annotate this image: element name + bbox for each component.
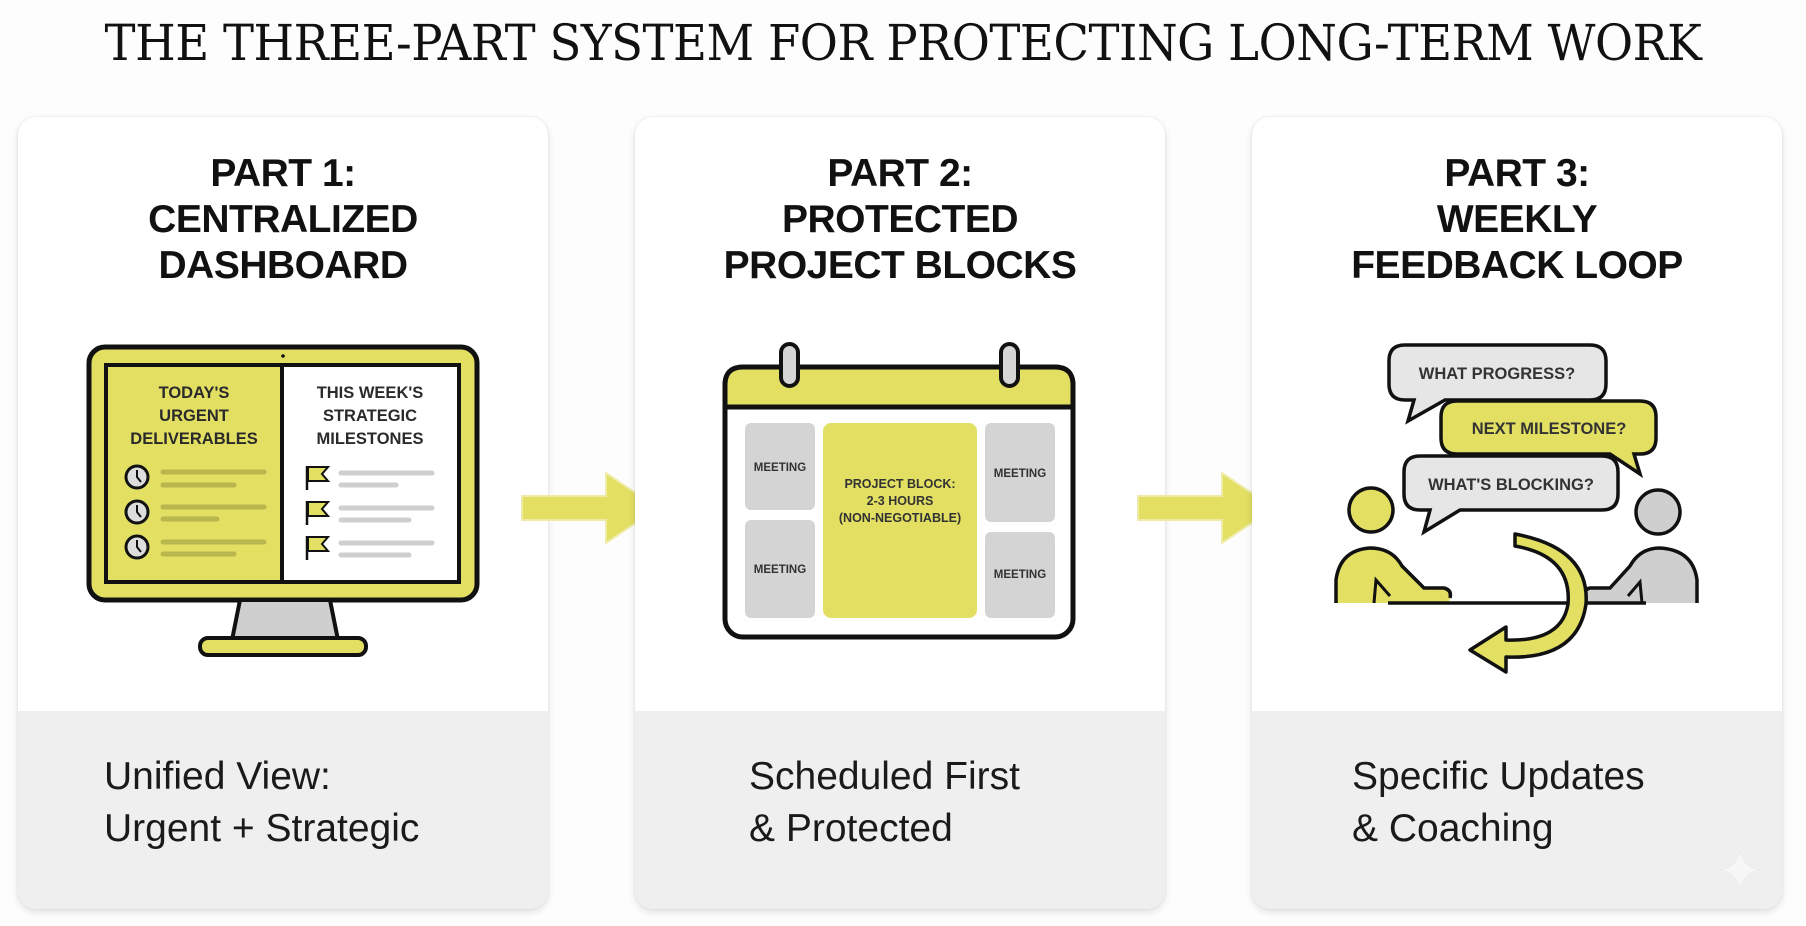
part-1-caption-band: Unified View: Urgent + Strategic bbox=[18, 711, 548, 909]
urgent-title-line-1: TODAY'S bbox=[159, 384, 230, 402]
camera-dot bbox=[281, 354, 285, 358]
calendar-illustration: MEETING MEETING MEETING MEETING PROJECT … bbox=[722, 342, 1076, 640]
part-2-number: PART 2: bbox=[827, 152, 973, 195]
project-block bbox=[823, 423, 977, 618]
part-2-caption-line-1: Scheduled First bbox=[749, 755, 1020, 798]
flag-icon bbox=[305, 501, 331, 525]
part-3-caption-line-1: Specific Updates bbox=[1352, 755, 1645, 798]
bubble-next-milestone: NEXT MILESTONE? bbox=[1472, 420, 1627, 438]
part-2-caption: Scheduled First & Protected bbox=[749, 751, 1020, 855]
dashboard-monitor-illustration: TODAY'S URGENT DELIVERABLES THIS WEEK'S … bbox=[86, 344, 480, 657]
urgent-title-line-3: DELIVERABLES bbox=[130, 430, 257, 448]
part-1-caption: Unified View: Urgent + Strategic bbox=[104, 751, 419, 855]
strategic-title-line-3: MILESTONES bbox=[317, 430, 424, 448]
clock-icon bbox=[124, 464, 150, 490]
meeting-block bbox=[745, 520, 815, 618]
arrow-right-icon bbox=[521, 471, 660, 545]
meeting-label: MEETING bbox=[754, 462, 806, 474]
project-block-label-line-2: 2-3 HOURS bbox=[867, 494, 934, 508]
part-3-number: PART 3: bbox=[1444, 152, 1590, 195]
meeting-label: MEETING bbox=[994, 468, 1046, 480]
bubble-what-progress: WHAT PROGRESS? bbox=[1419, 365, 1575, 383]
calendar-header bbox=[722, 364, 1076, 410]
calendar-ring-icon bbox=[999, 342, 1020, 388]
speech-bubble bbox=[1402, 454, 1620, 536]
part-1-heading: PART 1: CENTRALIZED DASHBOARD bbox=[18, 151, 548, 289]
urgent-title-line-2: URGENT bbox=[159, 407, 229, 425]
monitor-stand bbox=[229, 598, 341, 642]
page-title: THE THREE-PART SYSTEM FOR PROTECTING LON… bbox=[104, 14, 1702, 72]
part-2-title-line-2: PROJECT BLOCKS bbox=[723, 244, 1077, 287]
monitor-base bbox=[198, 636, 368, 657]
strategic-item-lines bbox=[338, 470, 435, 558]
meeting-block bbox=[985, 532, 1055, 618]
speech-bubble bbox=[1439, 399, 1658, 479]
sparkle-watermark-icon bbox=[1719, 849, 1761, 891]
part-2-title-line-1: PROTECTED bbox=[781, 198, 1019, 241]
part-1-title-line-2: DASHBOARD bbox=[158, 244, 409, 287]
flag-icon bbox=[305, 466, 331, 490]
bubble-whats-blocking: WHAT'S BLOCKING? bbox=[1428, 476, 1594, 494]
meeting-block bbox=[985, 423, 1055, 522]
part-3-heading: PART 3: WEEKLY FEEDBACK LOOP bbox=[1252, 151, 1782, 289]
part-3-card: PART 3: WEEKLY FEEDBACK LOOP WHAT PROGRE… bbox=[1252, 117, 1782, 909]
clock-icon bbox=[124, 499, 150, 525]
part-3-caption-band: Specific Updates & Coaching bbox=[1252, 711, 1782, 909]
part-3-caption: Specific Updates & Coaching bbox=[1352, 751, 1645, 855]
part-3-title-line-1: WEEKLY bbox=[1436, 198, 1598, 241]
urgent-item-lines bbox=[160, 469, 267, 557]
strategic-title-line-1: THIS WEEK'S bbox=[317, 384, 424, 402]
part-1-caption-line-1: Unified View: bbox=[104, 755, 331, 798]
part-2-heading: PART 2: PROTECTED PROJECT BLOCKS bbox=[635, 151, 1165, 289]
part-2-caption-band: Scheduled First & Protected bbox=[635, 711, 1165, 909]
meeting-label: MEETING bbox=[994, 569, 1046, 581]
calendar-ring-icon bbox=[779, 342, 800, 388]
person-left-icon bbox=[1334, 486, 1453, 604]
part-1-title-line-1: CENTRALIZED bbox=[148, 198, 418, 241]
meeting-block bbox=[745, 423, 815, 510]
part-2-card: PART 2: PROTECTED PROJECT BLOCKS MEETING… bbox=[635, 117, 1165, 909]
flag-icon bbox=[305, 536, 331, 560]
clock-icon bbox=[124, 534, 150, 560]
meeting-label: MEETING bbox=[754, 564, 806, 576]
arrow-right-icon bbox=[1137, 471, 1276, 545]
feedback-loop-illustration: WHAT PROGRESS? NEXT MILESTONE? WHAT'S BL… bbox=[1334, 343, 1699, 674]
part-1-caption-line-2: Urgent + Strategic bbox=[104, 807, 420, 850]
project-block-label-line-1: PROJECT BLOCK: bbox=[844, 477, 955, 491]
part-1-number: PART 1: bbox=[210, 152, 356, 195]
part-2-caption-line-2: & Protected bbox=[749, 807, 953, 850]
part-1-card: PART 1: CENTRALIZED DASHBOARD TODAY'S UR… bbox=[18, 117, 548, 909]
part-3-title-line-2: FEEDBACK LOOP bbox=[1351, 244, 1683, 287]
speech-bubble bbox=[1387, 343, 1608, 425]
feedback-loop-arrow-icon bbox=[1468, 532, 1588, 674]
project-block-label-line-3: (NON-NEGOTIABLE) bbox=[839, 511, 961, 525]
part-3-caption-line-2: & Coaching bbox=[1352, 807, 1554, 850]
strategic-title-line-2: STRATEGIC bbox=[323, 407, 417, 425]
